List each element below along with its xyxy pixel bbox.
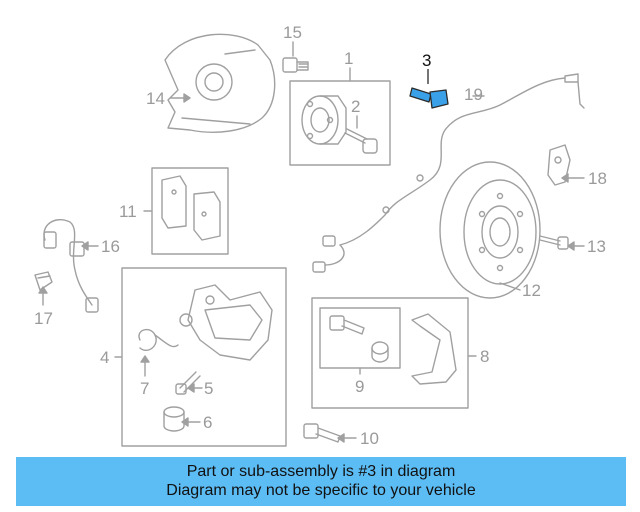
highlighted-bolt-3[interactable] — [409, 69, 449, 109]
hub-assembly-box — [289, 80, 391, 166]
parts-diagram: 1 2 3 4 5 6 7 8 9 10 11 12 13 14 15 16 1… — [34, 23, 607, 448]
callout-16: 16 — [101, 237, 120, 256]
caliper-bracket-part — [411, 313, 457, 385]
brake-hose-part — [43, 219, 99, 313]
abs-sensor-wire-part — [312, 73, 585, 273]
hose-clip-part — [34, 271, 53, 291]
callout-19: 19 — [464, 85, 483, 104]
callout-2: 2 — [351, 97, 360, 116]
callout-12: 12 — [522, 281, 541, 300]
caliper-spring-part — [138, 328, 179, 352]
brake-pads-box — [151, 167, 229, 255]
info-banner: Part or sub-assembly is #3 in diagram Di… — [16, 457, 626, 506]
caliper-bracket-box — [311, 297, 469, 409]
hub-bolt-part — [344, 128, 378, 154]
callout-11: 11 — [119, 202, 137, 221]
guide-pin-part — [329, 315, 389, 363]
callout-18: 18 — [588, 169, 607, 188]
guide-pin-box — [319, 307, 401, 369]
callout-14: 14 — [146, 89, 165, 108]
wheel-hub-part — [301, 95, 347, 145]
callout-3: 3 — [422, 51, 431, 70]
callout-6: 6 — [203, 413, 212, 432]
callout-5: 5 — [204, 379, 213, 398]
speed-sensor-part — [547, 144, 571, 186]
dust-cap-part — [163, 406, 185, 432]
callout-7: 7 — [140, 379, 149, 398]
callout-9: 9 — [355, 377, 364, 396]
callout-1: 1 — [344, 49, 353, 68]
bracket-bolt-part — [303, 423, 341, 443]
info-banner-line-1: Part or sub-assembly is #3 in diagram — [186, 463, 456, 480]
brake-rotor-part — [439, 161, 541, 299]
callout-4: 4 — [100, 348, 109, 367]
callout-8: 8 — [480, 347, 489, 366]
bolt-15-part — [282, 57, 309, 73]
info-banner-line-2: Diagram may not be specific to your vehi… — [166, 482, 476, 499]
bleeder-screw-part — [175, 371, 201, 395]
brake-pads-part — [161, 175, 221, 241]
dust-shield-part — [164, 33, 276, 133]
rotor-screw-part — [539, 235, 569, 250]
callout-10: 10 — [360, 429, 379, 448]
caliper-part — [179, 284, 273, 361]
callout-13: 13 — [587, 237, 606, 256]
callout-17: 17 — [34, 309, 53, 328]
callout-15: 15 — [283, 23, 302, 42]
